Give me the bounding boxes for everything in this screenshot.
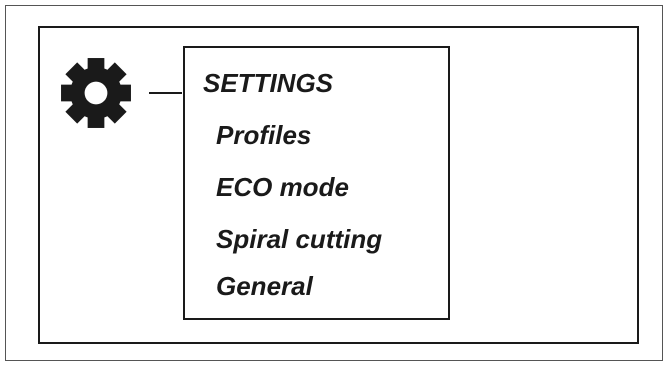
settings-menu-panel	[183, 46, 450, 320]
menu-title: SETTINGS	[203, 68, 334, 98]
device-screen	[38, 26, 639, 344]
menu-item-spiral-cutting[interactable]: Spiral cutting	[216, 224, 383, 254]
menu-item-profiles[interactable]: Profiles	[216, 120, 312, 150]
gear-icon[interactable]	[58, 55, 134, 131]
leader-line	[149, 92, 182, 94]
outer-frame	[5, 5, 663, 361]
menu-item-general[interactable]: General	[216, 271, 313, 301]
menu-item-eco-mode[interactable]: ECO mode	[216, 172, 349, 202]
